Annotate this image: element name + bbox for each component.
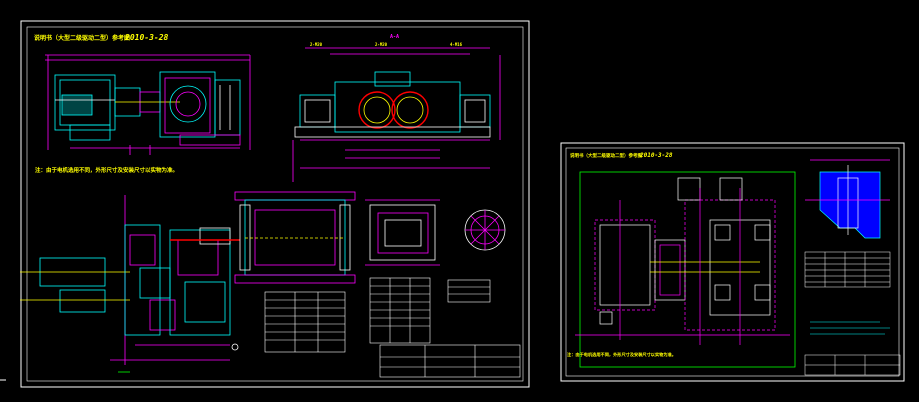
frame-view: [365, 199, 440, 266]
parts-table-1: [264, 291, 346, 353]
sheet-2-frame: [560, 142, 905, 382]
flange-view: [464, 209, 506, 251]
dim-label-3: 4-M16: [450, 42, 463, 47]
sheet-1-frame: [20, 20, 530, 388]
sheet-2-header: 说明书（大型二级驱动二型）参考图: [570, 152, 642, 159]
section-label: A-A: [390, 34, 399, 40]
sheet-2-table: [804, 251, 891, 288]
top-left-assembly-view: [45, 54, 251, 155]
foundation-plan: [575, 177, 790, 345]
dim-label-1: 2-M20: [310, 42, 323, 47]
sheet-2-note: 注：由于电机选用不同，外形尺寸及安装尺寸以实物为准。: [567, 351, 676, 358]
sheet-1-date: 2010-3-28: [124, 33, 169, 42]
sheet-2: 说明书（大型二级驱动二型）参考图 2010-3-28: [560, 142, 905, 382]
sheet-1-note: 注：由于电机选用不同，外形尺寸及安装尺寸以实物为准。: [35, 166, 178, 174]
dim-label-2: 2-M20: [375, 42, 388, 47]
sheet-1-header: 说明书（大型二级驱动二型）参考图: [34, 34, 130, 42]
sheet-1-title-block: [379, 344, 521, 378]
sheet-2-title-block: [804, 354, 901, 376]
foundation-outline: [579, 171, 796, 368]
sheet-1: 说明书（大型二级驱动二型）参考图 2010-3-28: [20, 20, 530, 388]
spec-table: [447, 279, 491, 303]
parts-table-2: [369, 277, 431, 344]
top-right-section-view: A-A 2-M20 2-M20 4-M16: [292, 34, 501, 182]
anchor-bolt-detail: [805, 159, 890, 239]
cylinder-view: [234, 191, 356, 284]
sheet-2-notes: [810, 321, 890, 335]
sheet-2-date: 2010-3-28: [639, 152, 673, 159]
plan-view: [20, 195, 240, 373]
